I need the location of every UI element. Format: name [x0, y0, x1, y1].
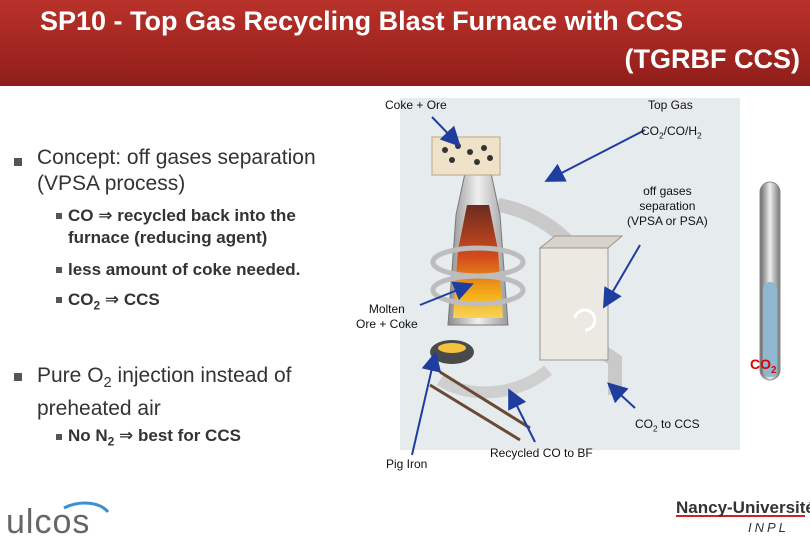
page-title-line1: SP10 - Top Gas Recycling Blast Furnace w…: [40, 6, 684, 36]
label-pig-iron: Pig Iron: [386, 457, 428, 471]
molten-line2: Ore + Coke: [356, 317, 418, 331]
co2-ccs-co: CO: [635, 417, 653, 431]
arrow-top-gas: [544, 129, 646, 182]
arrow-off-gases: [602, 244, 641, 309]
pure-o2-line2: preheated air: [37, 397, 161, 421]
gas-mix-co: CO: [641, 124, 659, 138]
label-co2-to-ccs: CO2 to CCS: [635, 417, 700, 436]
co2-ccs-sub: 2: [653, 423, 658, 434]
ulcos-logo-swoosh: [63, 501, 110, 514]
pure-o2-line1: Pure O: [37, 364, 104, 387]
concept-line1: Concept: off gases separation: [37, 146, 316, 169]
arrow-recycled-co: [508, 388, 536, 443]
bullet-marker: [56, 213, 62, 219]
molten-iron: [438, 343, 466, 353]
co2-ccs-text: CO2 ⇒ CCS: [68, 290, 160, 313]
co2-label: CO: [68, 290, 94, 309]
less-coke-text: less amount of coke needed.: [68, 260, 301, 279]
label-molten: Molten Ore + Coke: [356, 302, 418, 332]
bullet-marker: [56, 297, 62, 303]
molten-line1: Molten: [368, 302, 405, 316]
pure-o2-line1-rest: injection instead of: [111, 364, 292, 387]
tuyere-ring-lower: [430, 273, 526, 307]
o2-subscript: 2: [103, 375, 112, 392]
ccs-label: CCS: [123, 290, 160, 309]
label-top-gas: Top Gas: [648, 98, 693, 112]
ulcos-logo: ulcos: [6, 503, 91, 541]
separation-unit: [539, 247, 609, 361]
co2-ccs-rest: to CCS: [657, 417, 700, 431]
co2-out-label: CO: [750, 356, 771, 372]
arrow-molten: [419, 281, 474, 306]
gas-mix-h-sub: 2: [697, 130, 702, 141]
label-gas-mix: CO2/CO/H2: [641, 124, 702, 143]
arrow-coke-ore: [431, 116, 461, 147]
off-gases-line3: (VPSA or PSA): [627, 214, 708, 228]
co-text-line2: furnace (reducing agent): [68, 228, 268, 247]
university-logo-text: Nancy-Université: [676, 498, 810, 517]
bullet-marker: [14, 158, 22, 166]
co-text-line1: recycled back into the: [117, 206, 296, 225]
bullet-marker: [56, 434, 62, 440]
gas-mix-rest: /CO/H: [663, 124, 698, 138]
co-recycled-text: CO ⇒ recycled back into the furnace (red…: [68, 206, 296, 247]
recycle-pipe: [436, 365, 552, 399]
title-bar: SP10 - Top Gas Recycling Blast Furnace w…: [0, 0, 810, 86]
co-label: CO: [68, 206, 94, 225]
off-gases-line1: off gases: [643, 184, 692, 198]
gas-mix-sub: 2: [659, 130, 664, 141]
off-gases-line2: separation: [639, 199, 696, 213]
inpl-logo-text: INPL: [748, 520, 789, 535]
co2-out-sub: 2: [771, 364, 777, 376]
pure-o2-text: Pure O2 injection instead of preheated a…: [37, 363, 292, 422]
arrow-pig-iron: [411, 351, 442, 456]
recycle-symbol-icon: [573, 308, 597, 332]
no-n2-label: No N: [68, 426, 108, 445]
co2-subscript: 2: [93, 298, 101, 313]
label-off-gases: off gases separation (VPSA or PSA): [627, 184, 708, 229]
best-for-ccs-label: best for CCS: [138, 426, 241, 445]
page-title-line2: (TGRBF CCS): [624, 44, 800, 74]
n2-subscript: 2: [107, 434, 115, 449]
rail-tracks: [429, 370, 531, 442]
separation-unit-side: [538, 235, 624, 249]
arrow-co2-ccs: [607, 382, 636, 409]
bullet-marker: [14, 373, 22, 381]
no-n2-text: No N2 ⇒ best for CCS: [68, 426, 241, 449]
label-co2-output: CO2: [750, 356, 776, 376]
concept-line2: (VPSA process): [37, 172, 186, 195]
concept-text: Concept: off gases separation (VPSA proc…: [37, 145, 316, 197]
bullet-marker: [56, 267, 62, 273]
co2-storage-level: [763, 282, 777, 377]
label-coke-ore: Coke + Ore: [385, 98, 447, 112]
label-recycled-co: Recycled CO to BF: [490, 446, 593, 460]
